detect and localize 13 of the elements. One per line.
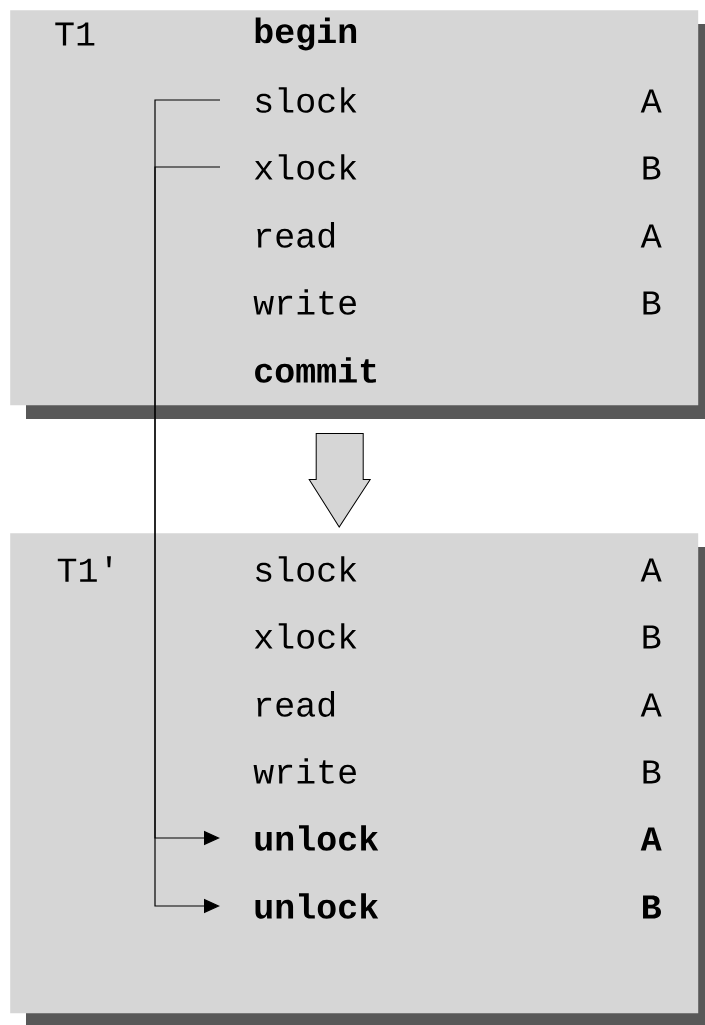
statement-text: read A bbox=[257, 222, 662, 248]
statement-text: unlock B bbox=[255, 893, 661, 919]
statement-text: begin bbox=[255, 17, 357, 51]
block-arrow bbox=[308, 432, 371, 528]
statement-text: write B bbox=[253, 758, 661, 784]
statement-text: xlock B bbox=[254, 623, 661, 649]
statement-text: xlock B bbox=[254, 154, 661, 180]
statement-text: read A bbox=[257, 691, 662, 717]
statement-text: unlock A bbox=[255, 825, 662, 851]
statement-text: write B bbox=[253, 289, 661, 315]
statement-text: slock A bbox=[256, 556, 662, 582]
statement-text: commit bbox=[255, 357, 376, 383]
statement-text: slock A bbox=[256, 87, 662, 113]
